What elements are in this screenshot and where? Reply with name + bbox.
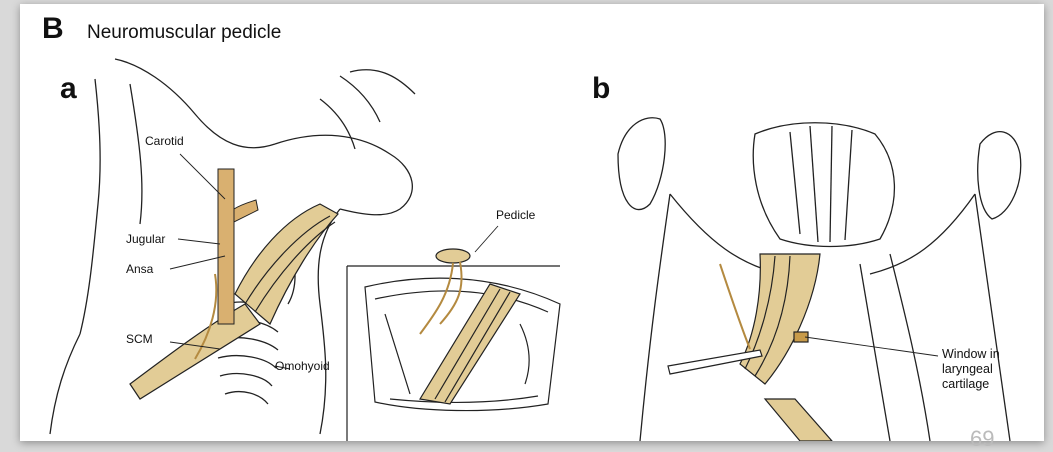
label-ansa: Ansa — [126, 262, 153, 276]
label-omohyoid: Omohyoid — [275, 359, 330, 373]
panel-b-leaders — [805, 337, 938, 356]
inset-drawing — [365, 249, 560, 411]
page-number: 69 — [970, 426, 994, 452]
panel-b-muscles — [740, 254, 832, 441]
label-window-line3: cartilage — [942, 377, 1000, 392]
label-window-in-laryngeal-cartilage: Window in laryngeal cartilage — [942, 347, 1000, 392]
label-jugular: Jugular — [126, 232, 165, 246]
label-pedicle: Pedicle — [496, 208, 535, 222]
panel-b-nerve — [720, 264, 750, 349]
label-carotid: Carotid — [145, 134, 184, 148]
panel-label-a: a — [60, 72, 77, 106]
label-scm: SCM — [126, 332, 153, 346]
figure-letter: B — [42, 12, 64, 46]
slide: B Neuromuscular pedicle a b Carotid Jugu… — [20, 4, 1044, 441]
label-window-line2: laryngeal — [942, 362, 1000, 377]
panel-b-drawing — [618, 118, 1021, 441]
panel-label-b: b — [592, 72, 610, 106]
label-window-line1: Window in — [942, 347, 1000, 362]
illustration — [20, 4, 1044, 441]
figure-title: Neuromuscular pedicle — [87, 22, 281, 44]
